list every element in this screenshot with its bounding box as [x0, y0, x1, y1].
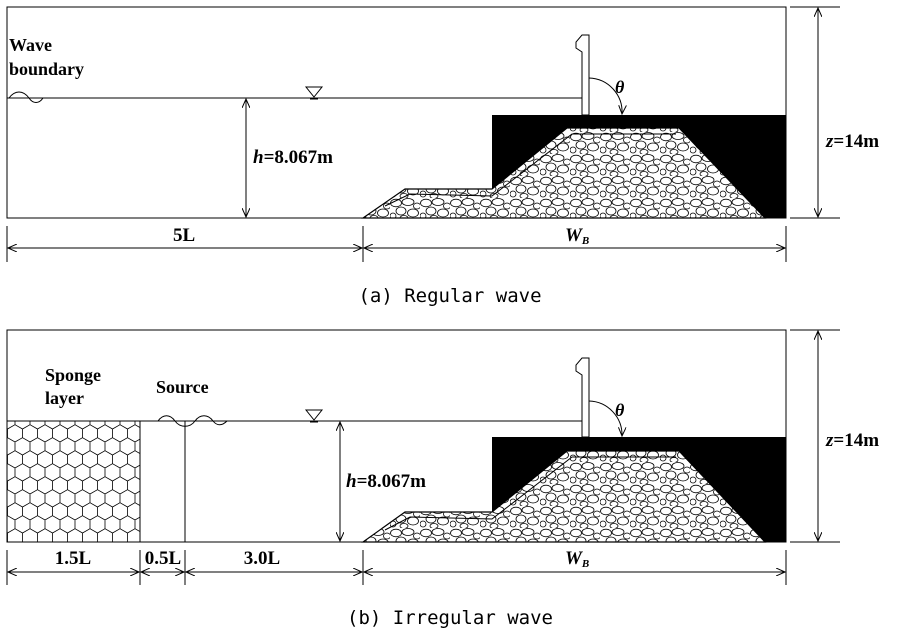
depth-label: h=8.067m: [346, 471, 426, 492]
caption-a: (a) Regular wave: [358, 285, 541, 307]
theta-label: θ: [615, 400, 625, 420]
panel-a-regular-wave: θ h=8.067m z=14m Wave boundary 5L WB (a)…: [6, 6, 879, 307]
theta-label: θ: [615, 77, 625, 97]
water-level-marker: [304, 409, 324, 423]
dim-15L-label: 1.5L: [55, 548, 91, 569]
z-label: z=14m: [825, 430, 879, 451]
dim-WB-label: WB: [565, 548, 589, 570]
parapet-wall: [575, 357, 590, 438]
dim-30L-label: 3.0L: [244, 548, 280, 569]
z-label: z=14m: [825, 131, 879, 152]
source-wave-squiggle: [157, 415, 228, 427]
panel-b-irregular-wave: θ h=8.067m z=14m Sponge layer Source 1.5…: [6, 329, 879, 629]
wave-boundary-label-2: boundary: [9, 59, 84, 79]
sponge-label-1: Sponge: [45, 365, 101, 385]
rubble-mound: [361, 450, 767, 543]
wave-boundary-label-1: Wave: [9, 35, 52, 55]
sponge-layer-hatch: [6, 420, 141, 543]
water-level-marker: [304, 86, 324, 100]
theta-arc: [588, 400, 622, 436]
dim-WB-label: WB: [565, 225, 589, 247]
parapet-wall: [575, 34, 590, 116]
theta-arc: [588, 77, 622, 114]
source-label: Source: [156, 377, 209, 397]
dim-05L-label: 0.5L: [145, 548, 181, 569]
sponge-label-2: layer: [45, 388, 84, 408]
armour-layer-outline: [384, 133, 676, 207]
caption-b: (b) Irregular wave: [347, 607, 553, 629]
dim-5L-label: 5L: [173, 225, 195, 246]
boundary-wave-squiggle: [8, 91, 44, 103]
depth-label: h=8.067m: [253, 147, 333, 168]
armour-layer-outline: [384, 456, 676, 531]
